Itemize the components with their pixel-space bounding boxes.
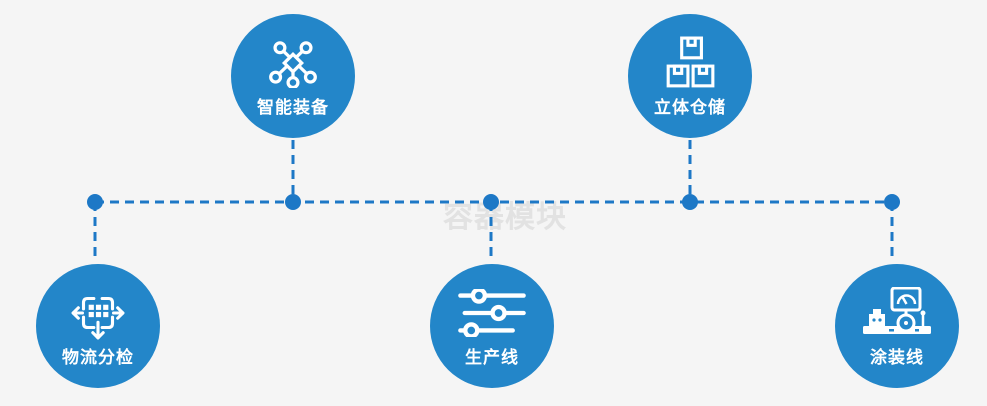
node-label: 立体仓储 <box>654 98 726 117</box>
junction-dot <box>682 194 698 210</box>
node-label: 物流分检 <box>62 348 134 367</box>
diagram-node-warehouse: 立体仓储 <box>628 14 752 138</box>
node-label: 涂装线 <box>870 348 924 367</box>
sorting-move-grid-icon <box>36 284 160 342</box>
diagram-node-smart-equipment: 智能装备 <box>231 14 355 138</box>
junction-dot <box>285 194 301 210</box>
sliders-icon <box>430 284 554 342</box>
junction-dot <box>87 194 103 210</box>
diagram-node-production-line: 生产线 <box>430 264 554 388</box>
junction-dot <box>884 194 900 210</box>
diagram-node-logistics-sorting: 物流分检 <box>36 264 160 388</box>
network-nodes-icon <box>231 34 355 92</box>
stacked-boxes-icon <box>628 34 752 92</box>
node-label: 生产线 <box>465 348 519 367</box>
diagram-node-painting-line: 涂装线 <box>835 264 959 388</box>
painting-machine-icon <box>835 284 959 342</box>
node-label: 智能装备 <box>257 98 329 117</box>
watermark-text: 容器模块 <box>443 201 567 234</box>
